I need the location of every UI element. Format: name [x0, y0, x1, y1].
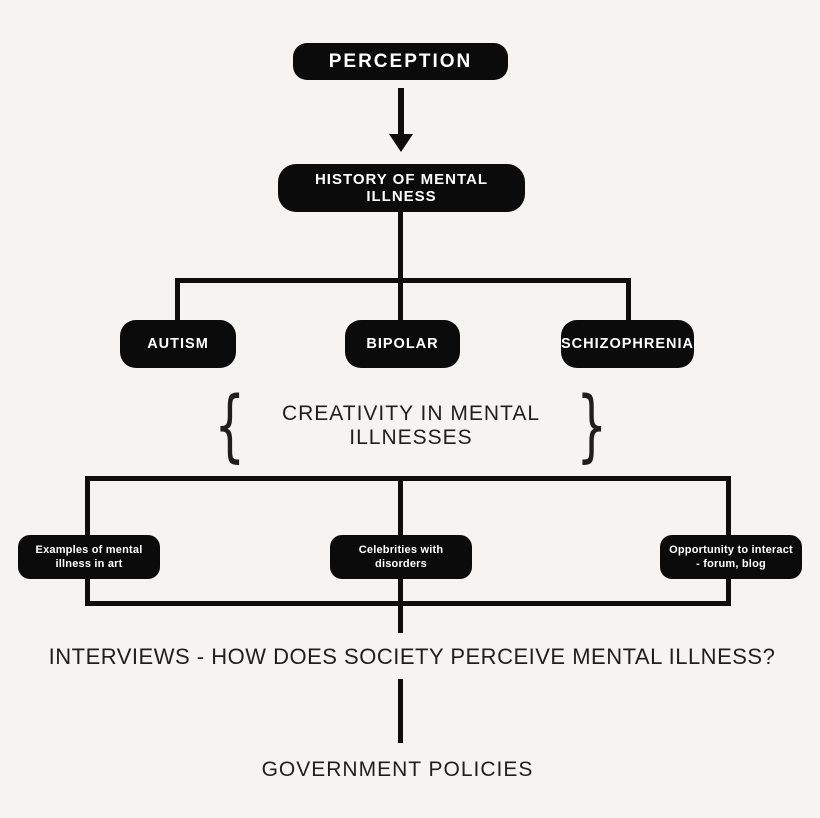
connector-history-down	[398, 212, 403, 280]
connector-interviews-down	[398, 679, 403, 743]
node-celebrities-line2: disorders	[375, 558, 427, 570]
connector-drop-schizophrenia	[626, 278, 631, 322]
arrow-down-icon	[389, 134, 413, 152]
node-examples-in-art: Examples of mental illness in art	[18, 535, 160, 579]
node-celebrities-line1: Celebrities with	[358, 543, 444, 556]
connector-horizontal-bar	[175, 278, 631, 283]
node-opportunity-to-interact: Opportunity to interact - forum, blog	[660, 535, 802, 579]
node-celebrities: Celebrities with disorders	[330, 535, 472, 579]
connector-drop-autism	[175, 278, 180, 322]
node-autism: AUTISM	[120, 320, 236, 368]
node-perception: PERCEPTION	[293, 43, 508, 80]
node-autism-label: AUTISM	[147, 336, 209, 352]
node-history-of-mental-illness: HISTORY OF MENTAL ILLNESS	[278, 164, 525, 212]
node-bipolar-label: BIPOLAR	[366, 336, 439, 352]
node-opportunity-line2: - forum, blog	[696, 558, 766, 570]
node-schizophrenia: SCHIZOPHRENIA	[561, 320, 694, 368]
node-bipolar: BIPOLAR	[345, 320, 460, 368]
node-examples-line2: illness in art	[55, 558, 123, 570]
node-opportunity-line1: Opportunity to interact	[669, 543, 793, 556]
government-policies-heading: GOVERNMENT POLICIES	[261, 758, 534, 781]
node-history-label: HISTORY OF MENTAL ILLNESS	[314, 171, 489, 205]
left-brace-icon: {	[214, 381, 246, 471]
arrow-shaft	[398, 88, 404, 137]
creativity-heading: CREATIVITY IN MENTAL ILLNESSES	[281, 402, 541, 449]
creativity-section: { CREATIVITY IN MENTAL ILLNESSES }	[205, 381, 617, 471]
node-examples-line1: Examples of mental	[35, 543, 143, 556]
right-brace-icon: }	[576, 381, 608, 471]
node-perception-label: PERCEPTION	[328, 50, 473, 72]
interviews-heading: INTERVIEWS - HOW DOES SOCIETY PERCEIVE M…	[48, 644, 776, 669]
node-schizophrenia-label: SCHIZOPHRENIA	[560, 336, 695, 352]
connector-drop-bipolar	[398, 278, 403, 322]
